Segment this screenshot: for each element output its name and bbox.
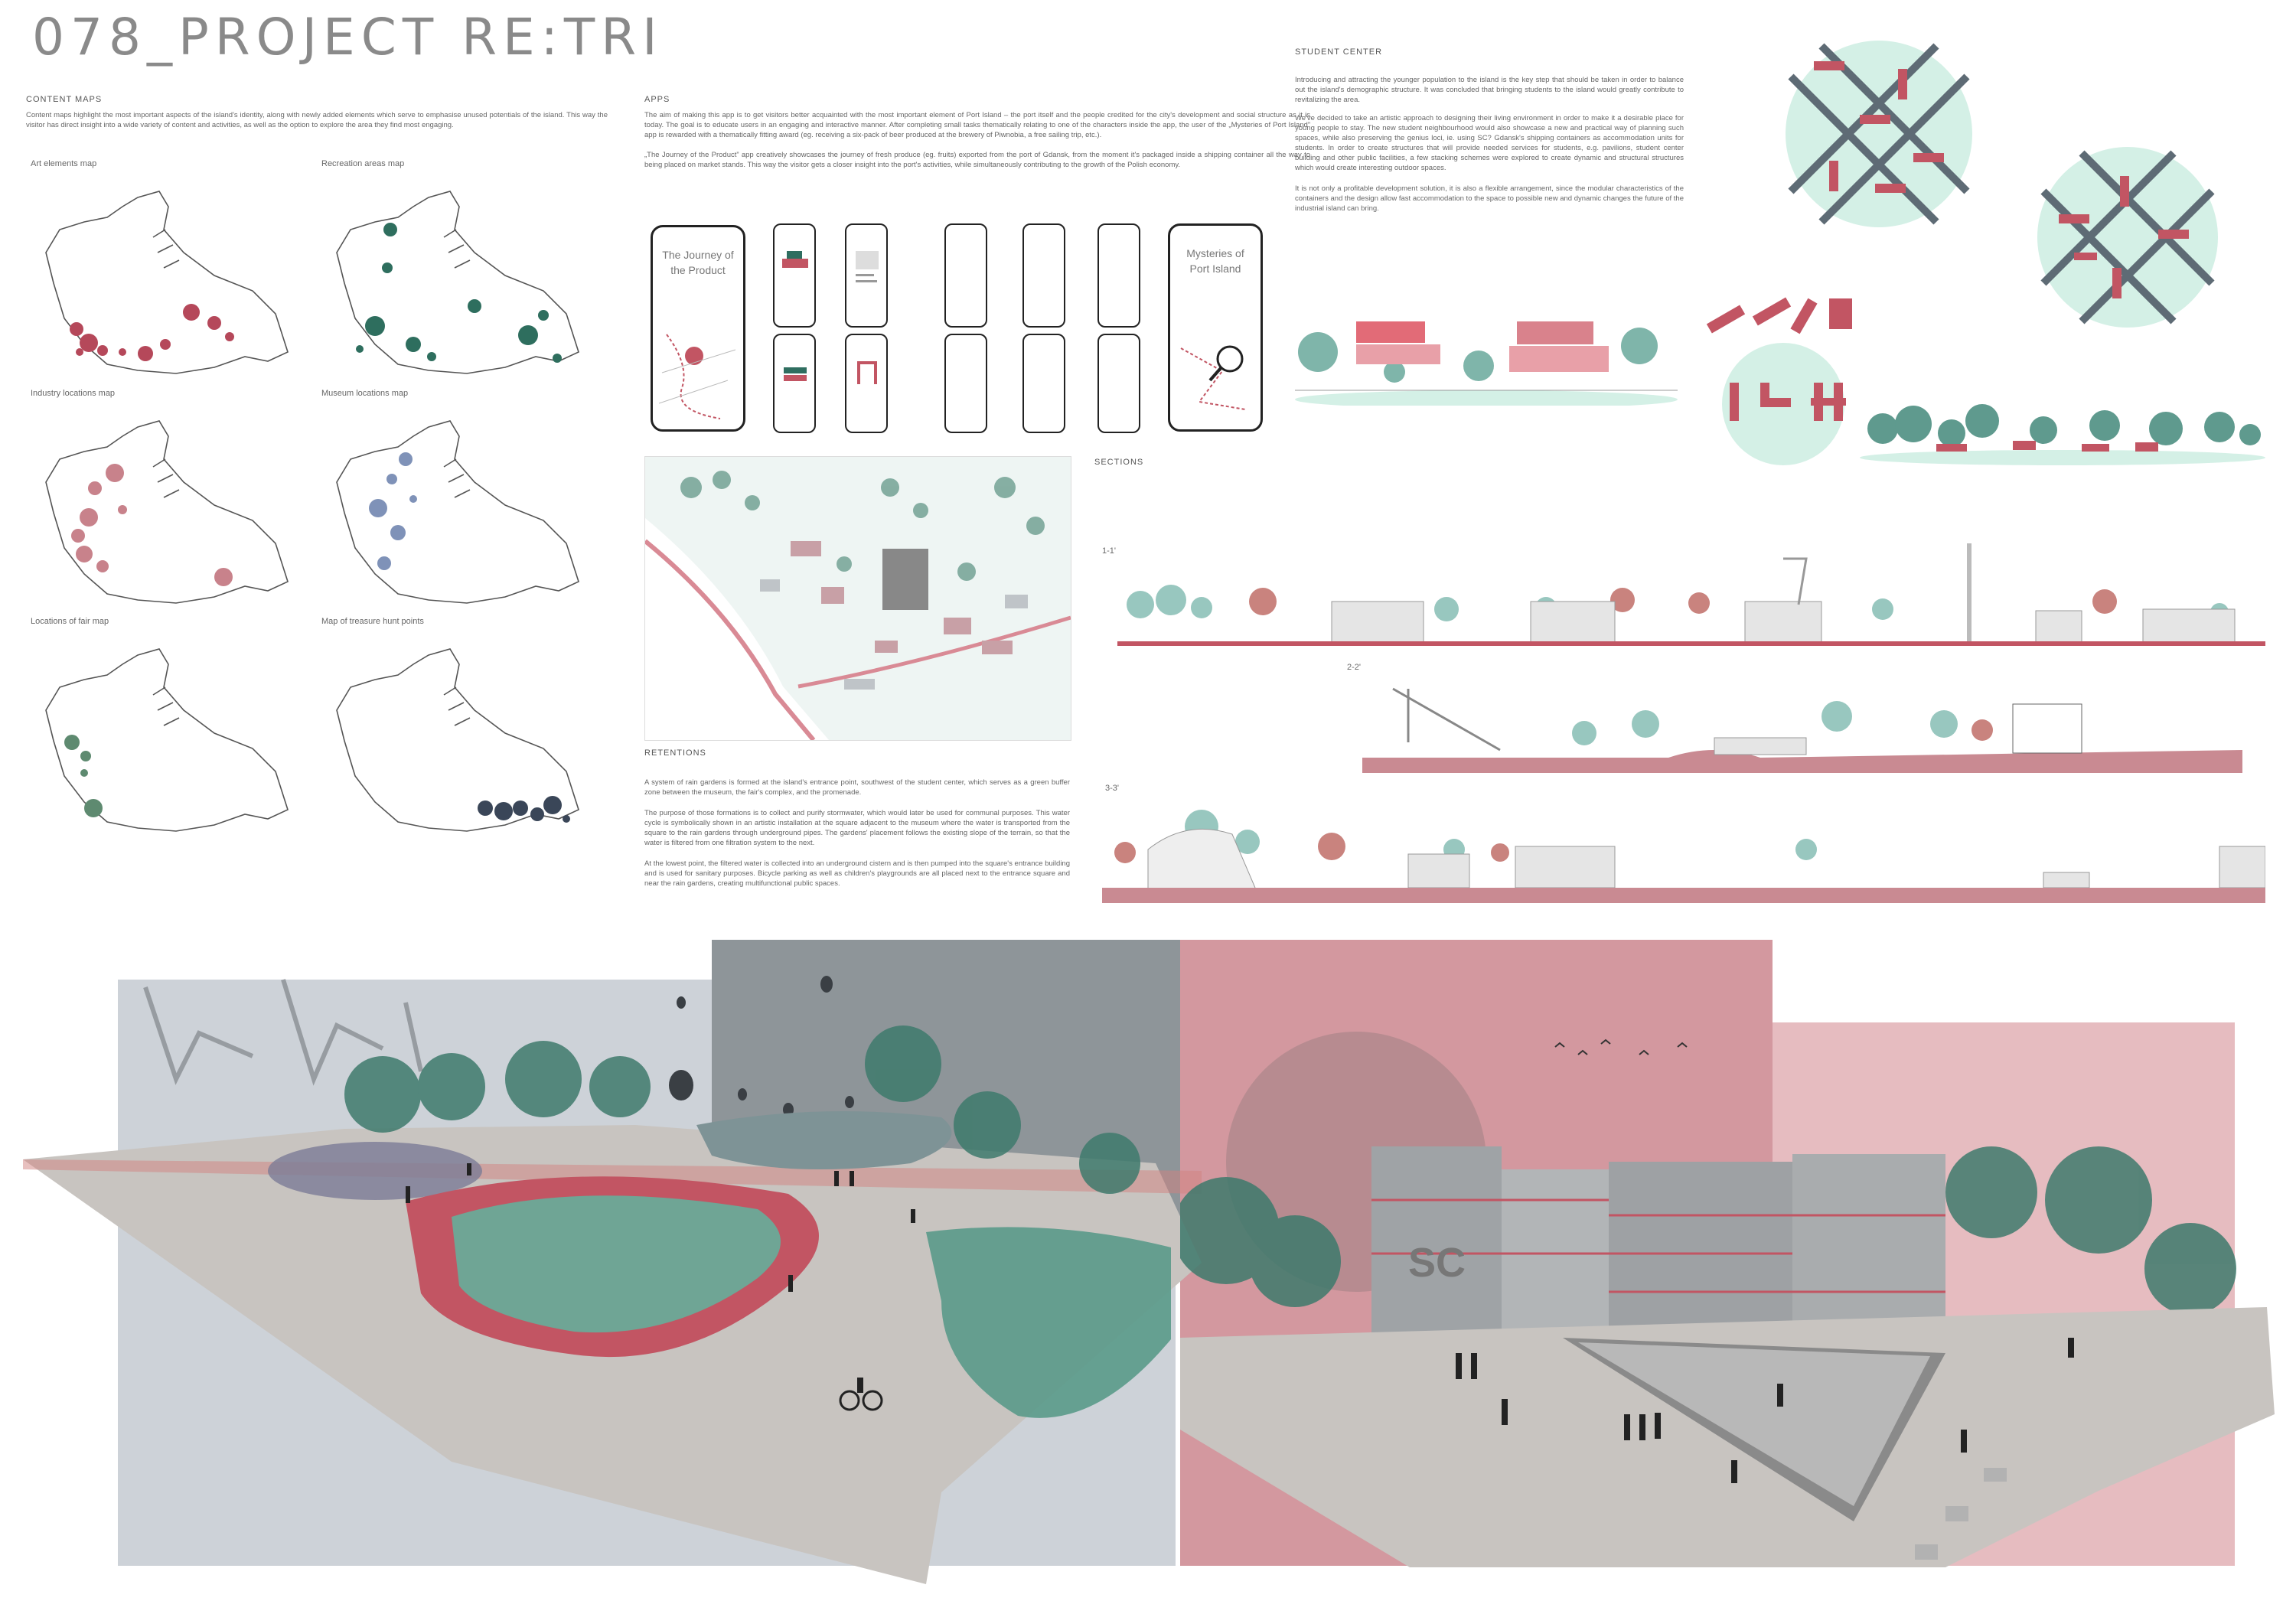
section-label-2: 2-2' [1347, 663, 1361, 672]
map-label-industry: Industry locations map [31, 389, 116, 398]
map-label-recreation: Recreation areas map [321, 159, 405, 168]
rain-garden-render [23, 976, 1202, 1584]
map-fair [45, 648, 289, 832]
retentions-text-2: The purpose of those formations is to co… [644, 809, 1070, 847]
app-screen-4[interactable] [845, 334, 888, 433]
content-maps-text: Content maps highlight the most importan… [26, 111, 608, 129]
student-center-elevation [1295, 321, 1678, 406]
phone-mysteries-title: Mysteries of Port Island [1186, 247, 1244, 275]
app-screen-5[interactable] [944, 223, 987, 328]
app-screen-9[interactable] [1097, 223, 1140, 328]
map-label-fair: Locations of fair map [31, 617, 109, 626]
phone-journey-of-product[interactable]: The Journey of the Product [651, 225, 745, 432]
map-treasure [336, 648, 579, 832]
app-screen-10[interactable] [1097, 334, 1140, 433]
master-plan [644, 456, 1071, 741]
container-modules [1706, 297, 1852, 465]
sections-heading: SECTIONS [1094, 458, 1144, 467]
student-center-render: SC [1180, 1032, 2275, 1567]
phone-journey-title: The Journey of the Product [662, 249, 734, 276]
content-maps-heading: CONTENT MAPS [26, 95, 103, 104]
map-art [45, 191, 289, 374]
page-title: 078_PROJECT RE:TRI [32, 8, 664, 67]
student-center-site-elevation [1860, 404, 2265, 465]
phone-mysteries-of-port-island[interactable]: Mysteries of Port Island [1168, 223, 1263, 432]
app-screen-8[interactable] [1022, 334, 1065, 433]
map-label-treasure: Map of treasure hunt points [321, 617, 424, 626]
section-3 [1102, 810, 2265, 903]
route-map-icon [659, 334, 736, 419]
section-1 [1117, 543, 2265, 646]
app-screen-1[interactable] [773, 223, 816, 328]
magnifier-icon [1180, 345, 1246, 410]
map-label-art: Art elements map [31, 159, 97, 168]
app-screen-3[interactable] [773, 334, 816, 433]
retentions-heading: RETENTIONS [644, 748, 706, 758]
student-center-heading: STUDENT CENTER [1295, 47, 1383, 57]
apps-text-1: The aim of making this app is to get vis… [644, 111, 1310, 139]
section-label-1: 1-1' [1102, 546, 1116, 556]
app-screen-6[interactable] [1022, 223, 1065, 328]
map-museum [336, 420, 579, 604]
section-2 [1362, 687, 2242, 773]
student-center-text-2: We've decided to take an artistic approa… [1295, 114, 1684, 172]
retentions-text-1: A system of rain gardens is formed at th… [644, 778, 1070, 797]
apps-text-2: „The Journey of the Product” app creativ… [644, 151, 1310, 169]
sc-sign: SC [1408, 1240, 1466, 1286]
container-scheme-circle-1 [1786, 41, 1972, 227]
app-screen-2[interactable] [845, 223, 888, 328]
retentions-text-3: At the lowest point, the filtered water … [644, 859, 1070, 888]
map-recreation [336, 191, 579, 374]
container-scheme-circle-2 [2037, 147, 2218, 328]
app-screen-7[interactable] [944, 334, 987, 433]
student-center-text-1: Introducing and attracting the younger p… [1295, 76, 1684, 104]
student-center-text-3: It is not only a profitable development … [1295, 184, 1684, 213]
apps-heading: APPS [644, 95, 670, 104]
map-label-museum: Museum locations map [321, 389, 409, 398]
section-label-3: 3-3' [1105, 784, 1119, 793]
map-industry [45, 420, 289, 604]
